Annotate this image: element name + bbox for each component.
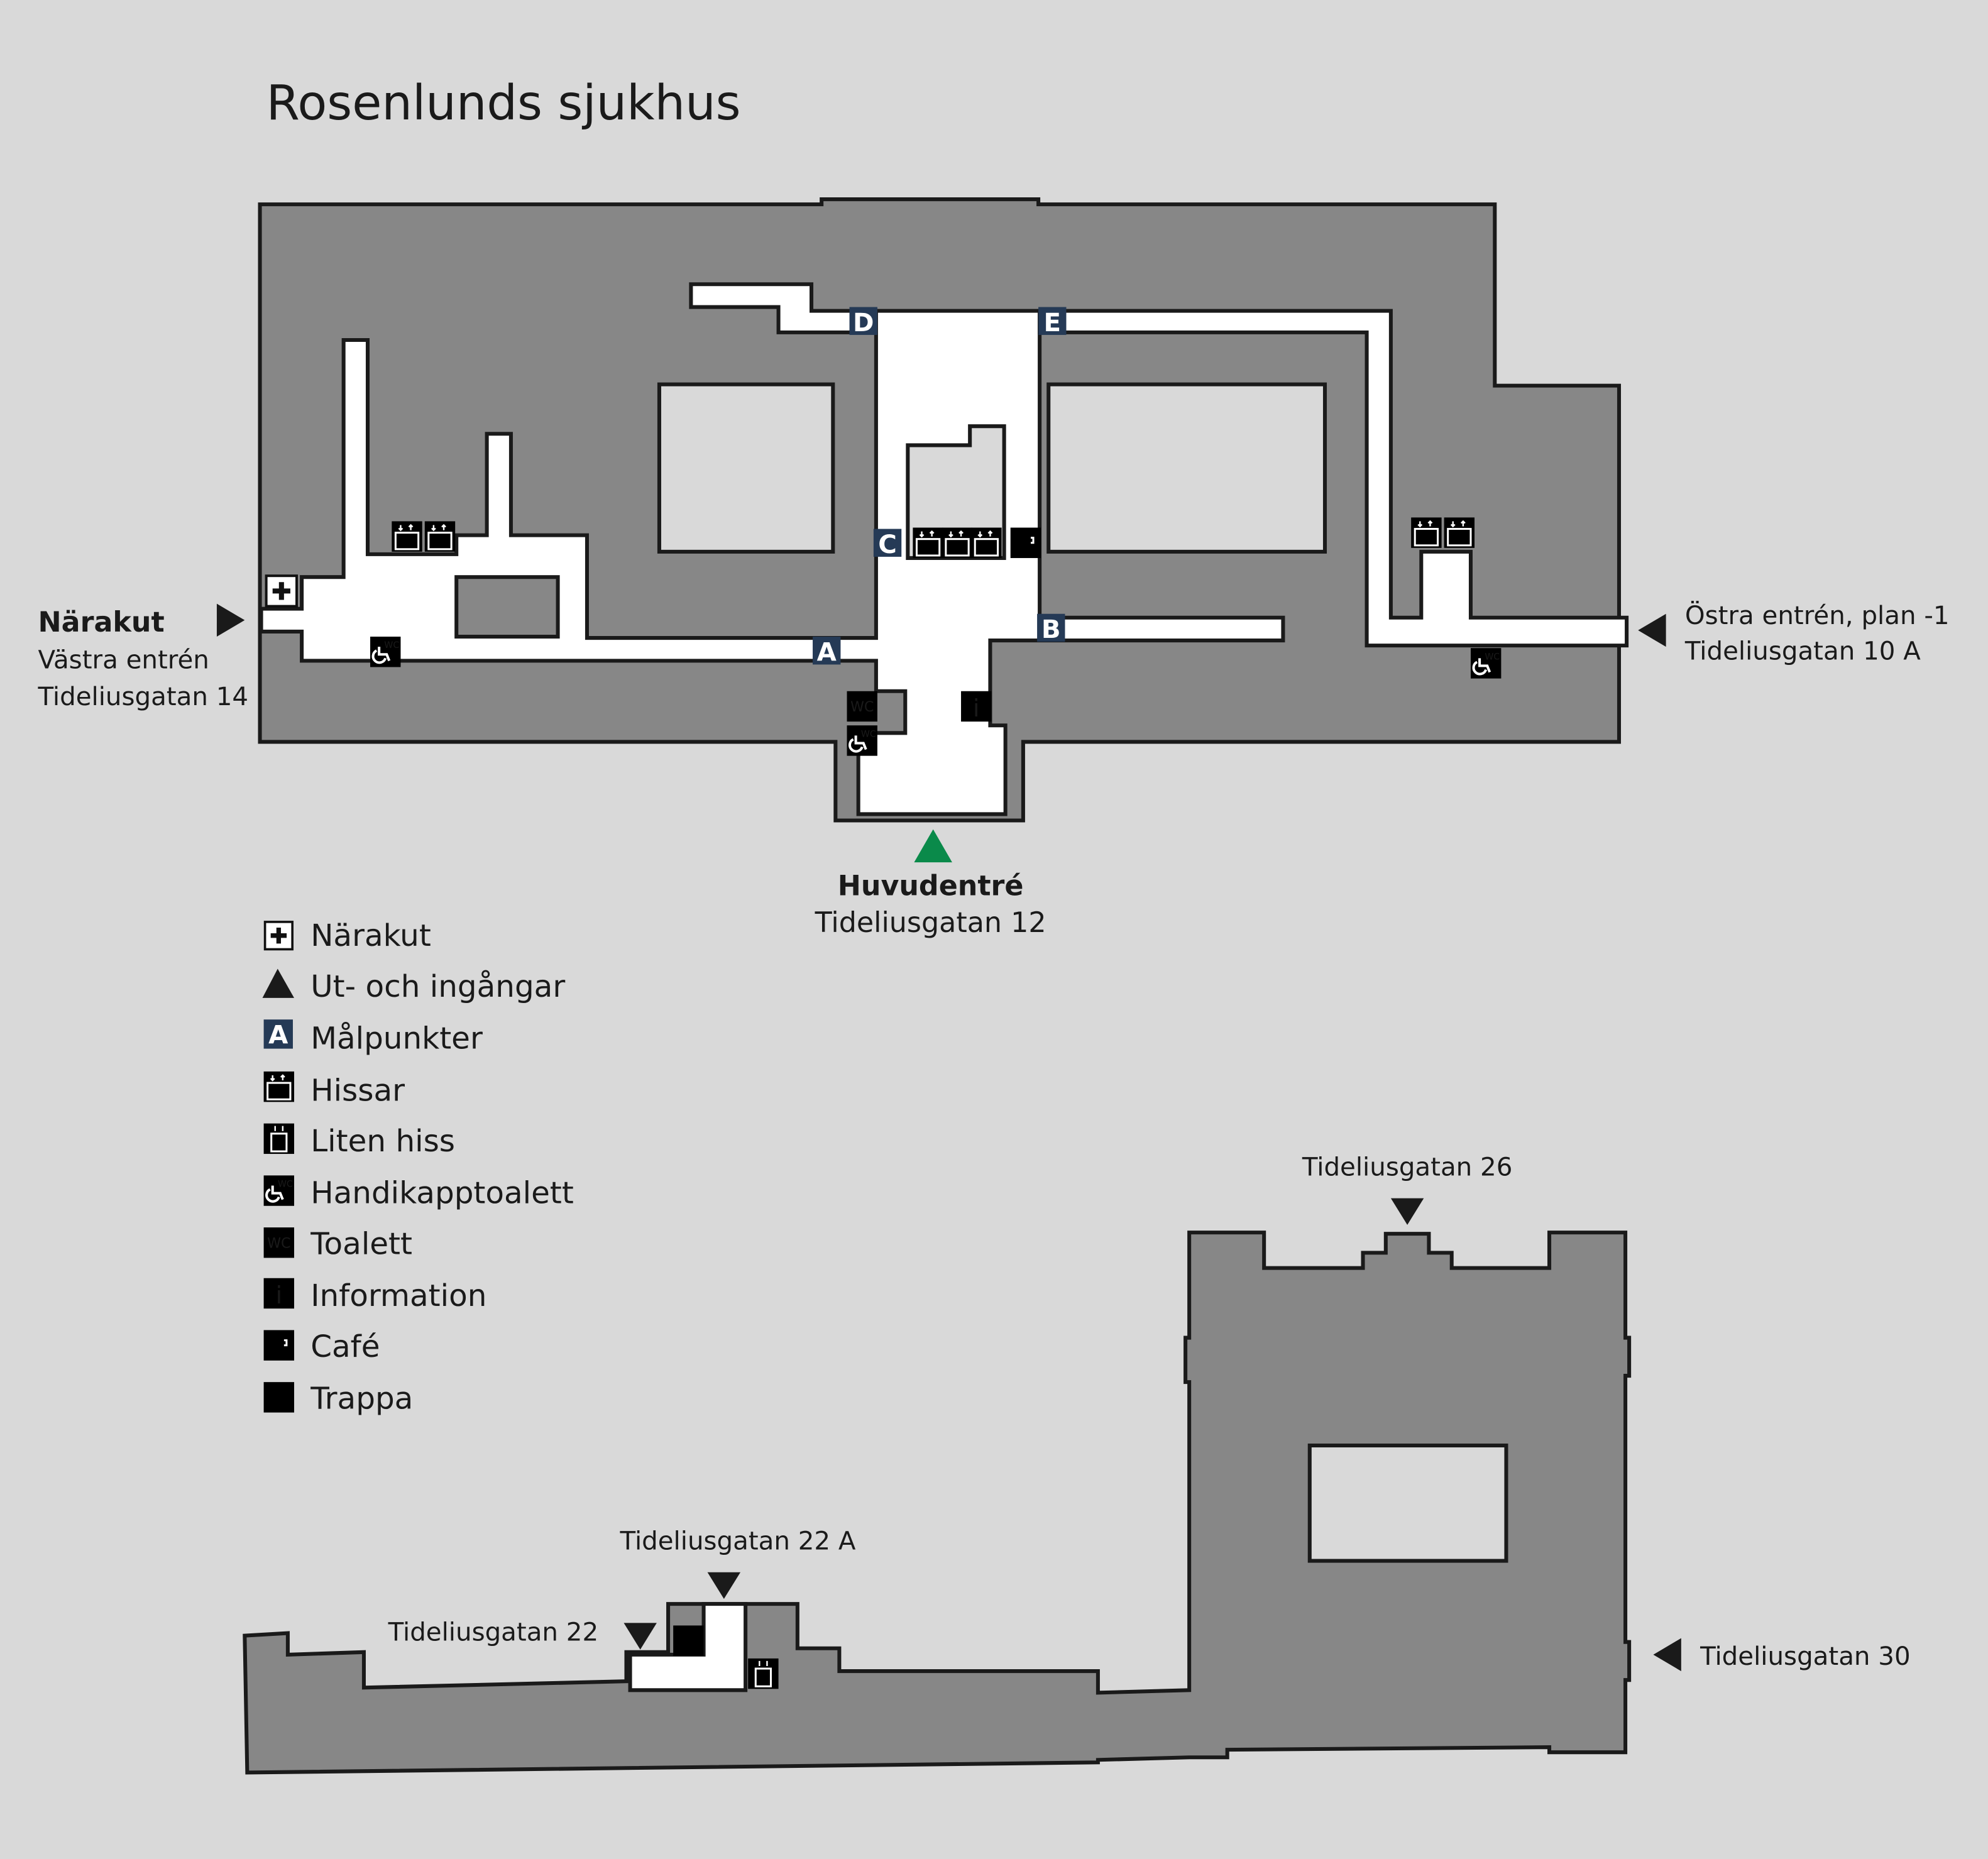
accessible-toilet-icon (370, 637, 400, 667)
map-title: Rosenlunds sjukhus (266, 75, 741, 131)
toilet-icon (263, 1227, 294, 1258)
point-b[interactable]: B (1037, 613, 1065, 644)
accessible-toilet-icon (847, 725, 877, 755)
inner-block (454, 575, 560, 639)
accessible-toilet-icon (264, 1175, 294, 1205)
courtyard-center (906, 424, 1006, 560)
t30-label: Tideliusgatan 30 (1700, 1642, 1911, 1671)
point-a[interactable]: A (813, 637, 841, 667)
toilet-icon (847, 691, 877, 722)
svg-text:D: D (853, 308, 874, 337)
point-e[interactable]: E (1038, 307, 1067, 337)
emergency-cross-icon (265, 922, 293, 950)
t22a-arrow (707, 1572, 741, 1599)
information-icon (961, 691, 992, 723)
east-entrance-line2: Tideliusgatan 10 A (1684, 636, 1921, 666)
t22-arrow (623, 1623, 657, 1650)
legend-label: Handikapptoalett (310, 1176, 574, 1211)
west-entrance-arrow (216, 603, 245, 637)
stairs-icon (673, 1625, 704, 1656)
t30-arrow (1653, 1638, 1681, 1672)
elevator-icon (941, 527, 974, 559)
svg-text:C: C (878, 530, 897, 559)
corridor-east (1038, 309, 1629, 648)
t22-label: Tideliusgatan 22 (388, 1618, 599, 1647)
small-elevator-icon (263, 1122, 295, 1155)
cafe-icon (263, 1329, 295, 1362)
legend-label: Målpunkter (310, 1021, 483, 1056)
svg-text:A: A (817, 637, 837, 667)
legend-label: Närakut (310, 918, 431, 953)
emergency-cross-icon (266, 576, 297, 606)
legend-label: Toalett (310, 1226, 412, 1261)
svg-text:B: B (1041, 615, 1061, 644)
east-entrance-line1: Östra entrén, plan -1 (1685, 600, 1950, 630)
south-building (243, 1231, 1632, 1775)
information-icon (263, 1278, 294, 1310)
t22a-label: Tideliusgatan 22 A (620, 1526, 856, 1555)
courtyard-south (1307, 1443, 1508, 1563)
svg-text:A: A (268, 1021, 288, 1050)
cafe-icon (1009, 527, 1042, 559)
main-entrance-line1: Tideliusgatan 12 (815, 907, 1046, 939)
elevator-icon (424, 520, 456, 553)
west-entrance-name: Närakut (38, 606, 165, 639)
legend-label: Liten hiss (310, 1124, 455, 1159)
svg-text:E: E (1044, 308, 1062, 337)
elevator-icon (263, 1070, 295, 1103)
small-elevator-icon (747, 1657, 780, 1690)
legend-label: Café (310, 1329, 380, 1364)
elevator-icon (1443, 516, 1476, 549)
courtyard-west (657, 382, 835, 554)
legend-label: Information (310, 1278, 486, 1313)
stairs-icon (263, 1382, 294, 1413)
legend: A Närakut Ut- och ingångar Målpunkter Hi… (262, 918, 574, 1417)
point-d[interactable]: D (849, 307, 877, 337)
t26-label: Tideliusgatan 26 (1302, 1152, 1513, 1182)
elevator-icon (390, 520, 424, 553)
main-entrance-name: Huvudentré (838, 870, 1024, 902)
legend-label: Trappa (310, 1381, 413, 1417)
elevator-icon (1410, 516, 1443, 549)
legend-label: Hissar (310, 1073, 405, 1108)
t26-arrow (1390, 1198, 1424, 1226)
main-entrance-arrow (914, 829, 952, 863)
accessible-toilet-icon (1471, 648, 1501, 678)
west-entrance-line1: Västra entrén (38, 645, 209, 674)
west-entrance-line2: Tideliusgatan 14 (38, 682, 249, 711)
entrance-triangle-icon (262, 968, 294, 998)
destination-badge-icon: A (263, 1019, 293, 1050)
point-c[interactable]: C (873, 529, 902, 559)
legend-label: Ut- och ingångar (310, 969, 565, 1004)
elevator-icon (970, 527, 1003, 559)
courtyard-east (1046, 382, 1327, 554)
east-entrance-arrow (1638, 613, 1666, 647)
elevator-icon (911, 527, 945, 559)
